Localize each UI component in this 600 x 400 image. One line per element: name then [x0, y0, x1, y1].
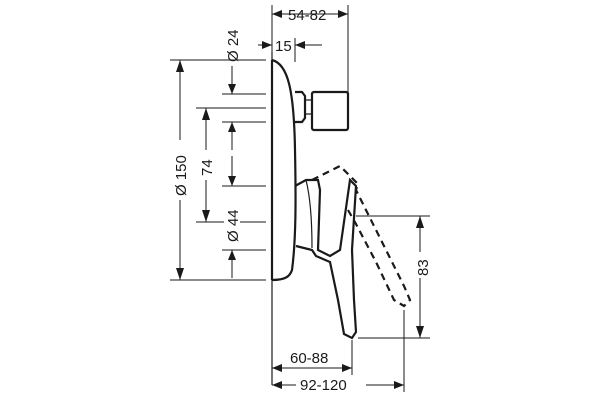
- dim-diameter-24-label: Ø 24: [225, 29, 242, 62]
- dim-15-label: 15: [275, 38, 292, 55]
- dim-diameter-150: Ø 150: [170, 59, 266, 281]
- dim-diameter-44: Ø 44: [222, 156, 266, 278]
- dim-83-label: 83: [415, 259, 432, 276]
- dim-diameter-44-label: Ø 44: [225, 209, 242, 242]
- dim-92-120: 92-120: [272, 310, 405, 394]
- dim-83: 83: [356, 215, 432, 339]
- dim-54-82-label: 54-82: [288, 7, 326, 24]
- dim-diameter-150-label: Ø 150: [173, 155, 190, 196]
- dim-60-88: 60-88: [272, 340, 353, 376]
- lever-handle: [294, 177, 358, 340]
- dim-diameter-24: Ø 24: [222, 29, 266, 150]
- dim-92-120-label: 92-120: [300, 377, 347, 394]
- dim-60-88-label: 60-88: [290, 350, 328, 367]
- dim-15: 15: [258, 38, 322, 62]
- cover-plate: [270, 52, 297, 385]
- dim-74-label: 74: [199, 159, 216, 176]
- diverter-knob: [295, 90, 350, 132]
- dim-54-82: 54-82: [271, 5, 349, 92]
- lever-open-position: [311, 164, 412, 308]
